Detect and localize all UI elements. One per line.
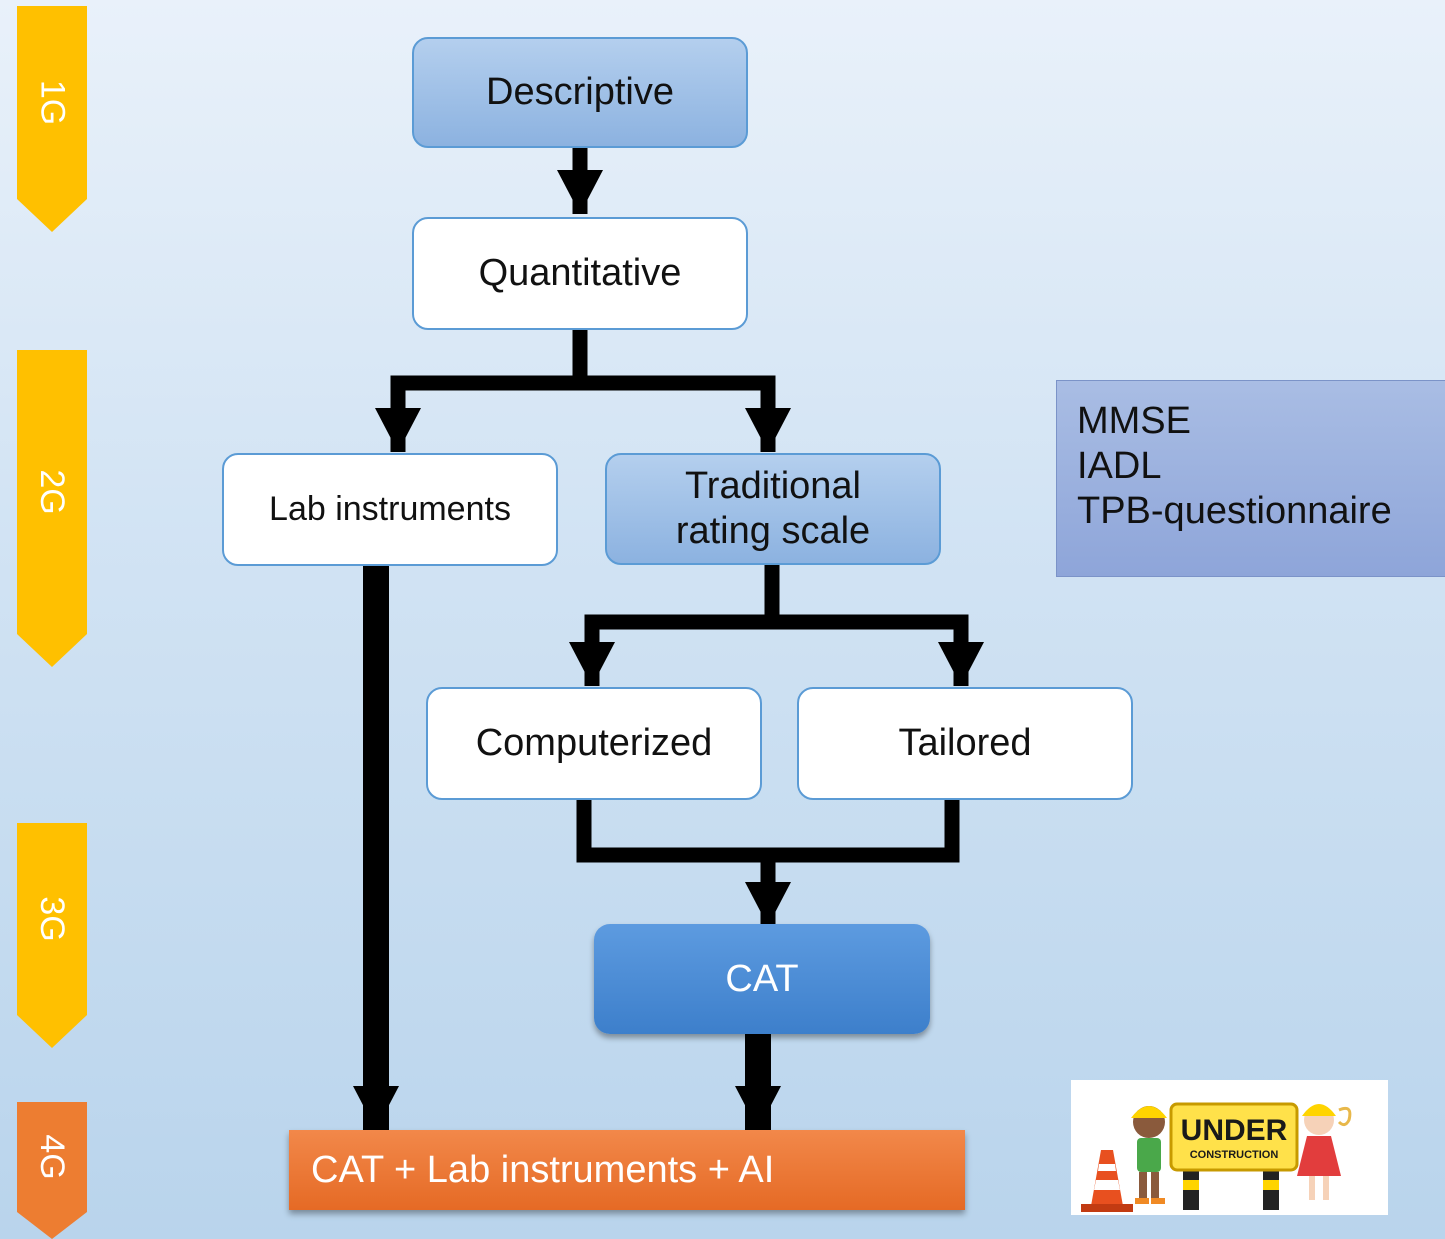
sign-text-under: UNDER: [1181, 1114, 1288, 1147]
node-label: Computerized: [475, 722, 713, 765]
arrow-to-computerized: [569, 614, 772, 686]
under-construction-graphic: UNDER CONSTRUCTION: [1081, 1102, 1352, 1212]
generation-marker-4g: 4G: [17, 1102, 87, 1239]
construction-kid-left-icon: [1131, 1106, 1167, 1204]
node-label: Quantitative: [478, 252, 682, 295]
node-label: CAT: [725, 957, 799, 1000]
under-construction-illustration: UNDER CONSTRUCTION: [1071, 1080, 1388, 1215]
example-item: MMSE: [1077, 400, 1191, 442]
arrow-to-tailored: [772, 614, 984, 686]
node-label: Tailored: [898, 722, 1032, 765]
arrow-to-traditional-rating-scale: [580, 375, 791, 452]
connector-merge-to-cat: [576, 800, 960, 863]
node-label: CAT + Lab instruments + AI: [311, 1148, 775, 1191]
node-traditional-rating-scale: Traditional rating scale: [605, 453, 941, 565]
node-label-line-1: Traditional: [684, 465, 861, 508]
node-label: Descriptive: [486, 71, 674, 114]
example-item: IADL: [1077, 444, 1162, 487]
node-label: Lab instruments: [269, 490, 511, 529]
node-descriptive: Descriptive: [412, 37, 748, 148]
example-item: TPB-questionnaire: [1077, 489, 1392, 532]
generation-label: 4G: [33, 1134, 72, 1180]
arrow-to-lab-instruments: [375, 375, 580, 452]
node-quantitative: Quantitative: [412, 217, 748, 330]
node-lab-instruments: Lab instruments: [222, 453, 558, 566]
node-label-line-2: rating scale: [675, 510, 871, 552]
generation-marker-2g: 2G: [17, 350, 87, 667]
under-construction-sign-icon: UNDER CONSTRUCTION: [1169, 1102, 1299, 1172]
sign-text-construction: CONSTRUCTION: [1190, 1149, 1279, 1161]
construction-kid-right-icon: [1297, 1104, 1352, 1200]
node-tailored: Tailored: [797, 687, 1133, 800]
generation-label: 1G: [33, 79, 72, 126]
generation-marker-3g: 3G: [17, 823, 87, 1048]
node-final-combined: CAT + Lab instruments + AI: [289, 1130, 965, 1210]
generation-marker-1g: 1G: [17, 6, 87, 232]
node-cat: CAT: [594, 924, 930, 1034]
node-computerized: Computerized: [426, 687, 762, 800]
generation-label: 3G: [33, 896, 72, 942]
examples-panel: MMSE IADL TPB-questionnaire: [1056, 380, 1445, 577]
traffic-cone-icon: [1081, 1150, 1133, 1212]
generation-label: 2G: [33, 469, 72, 515]
